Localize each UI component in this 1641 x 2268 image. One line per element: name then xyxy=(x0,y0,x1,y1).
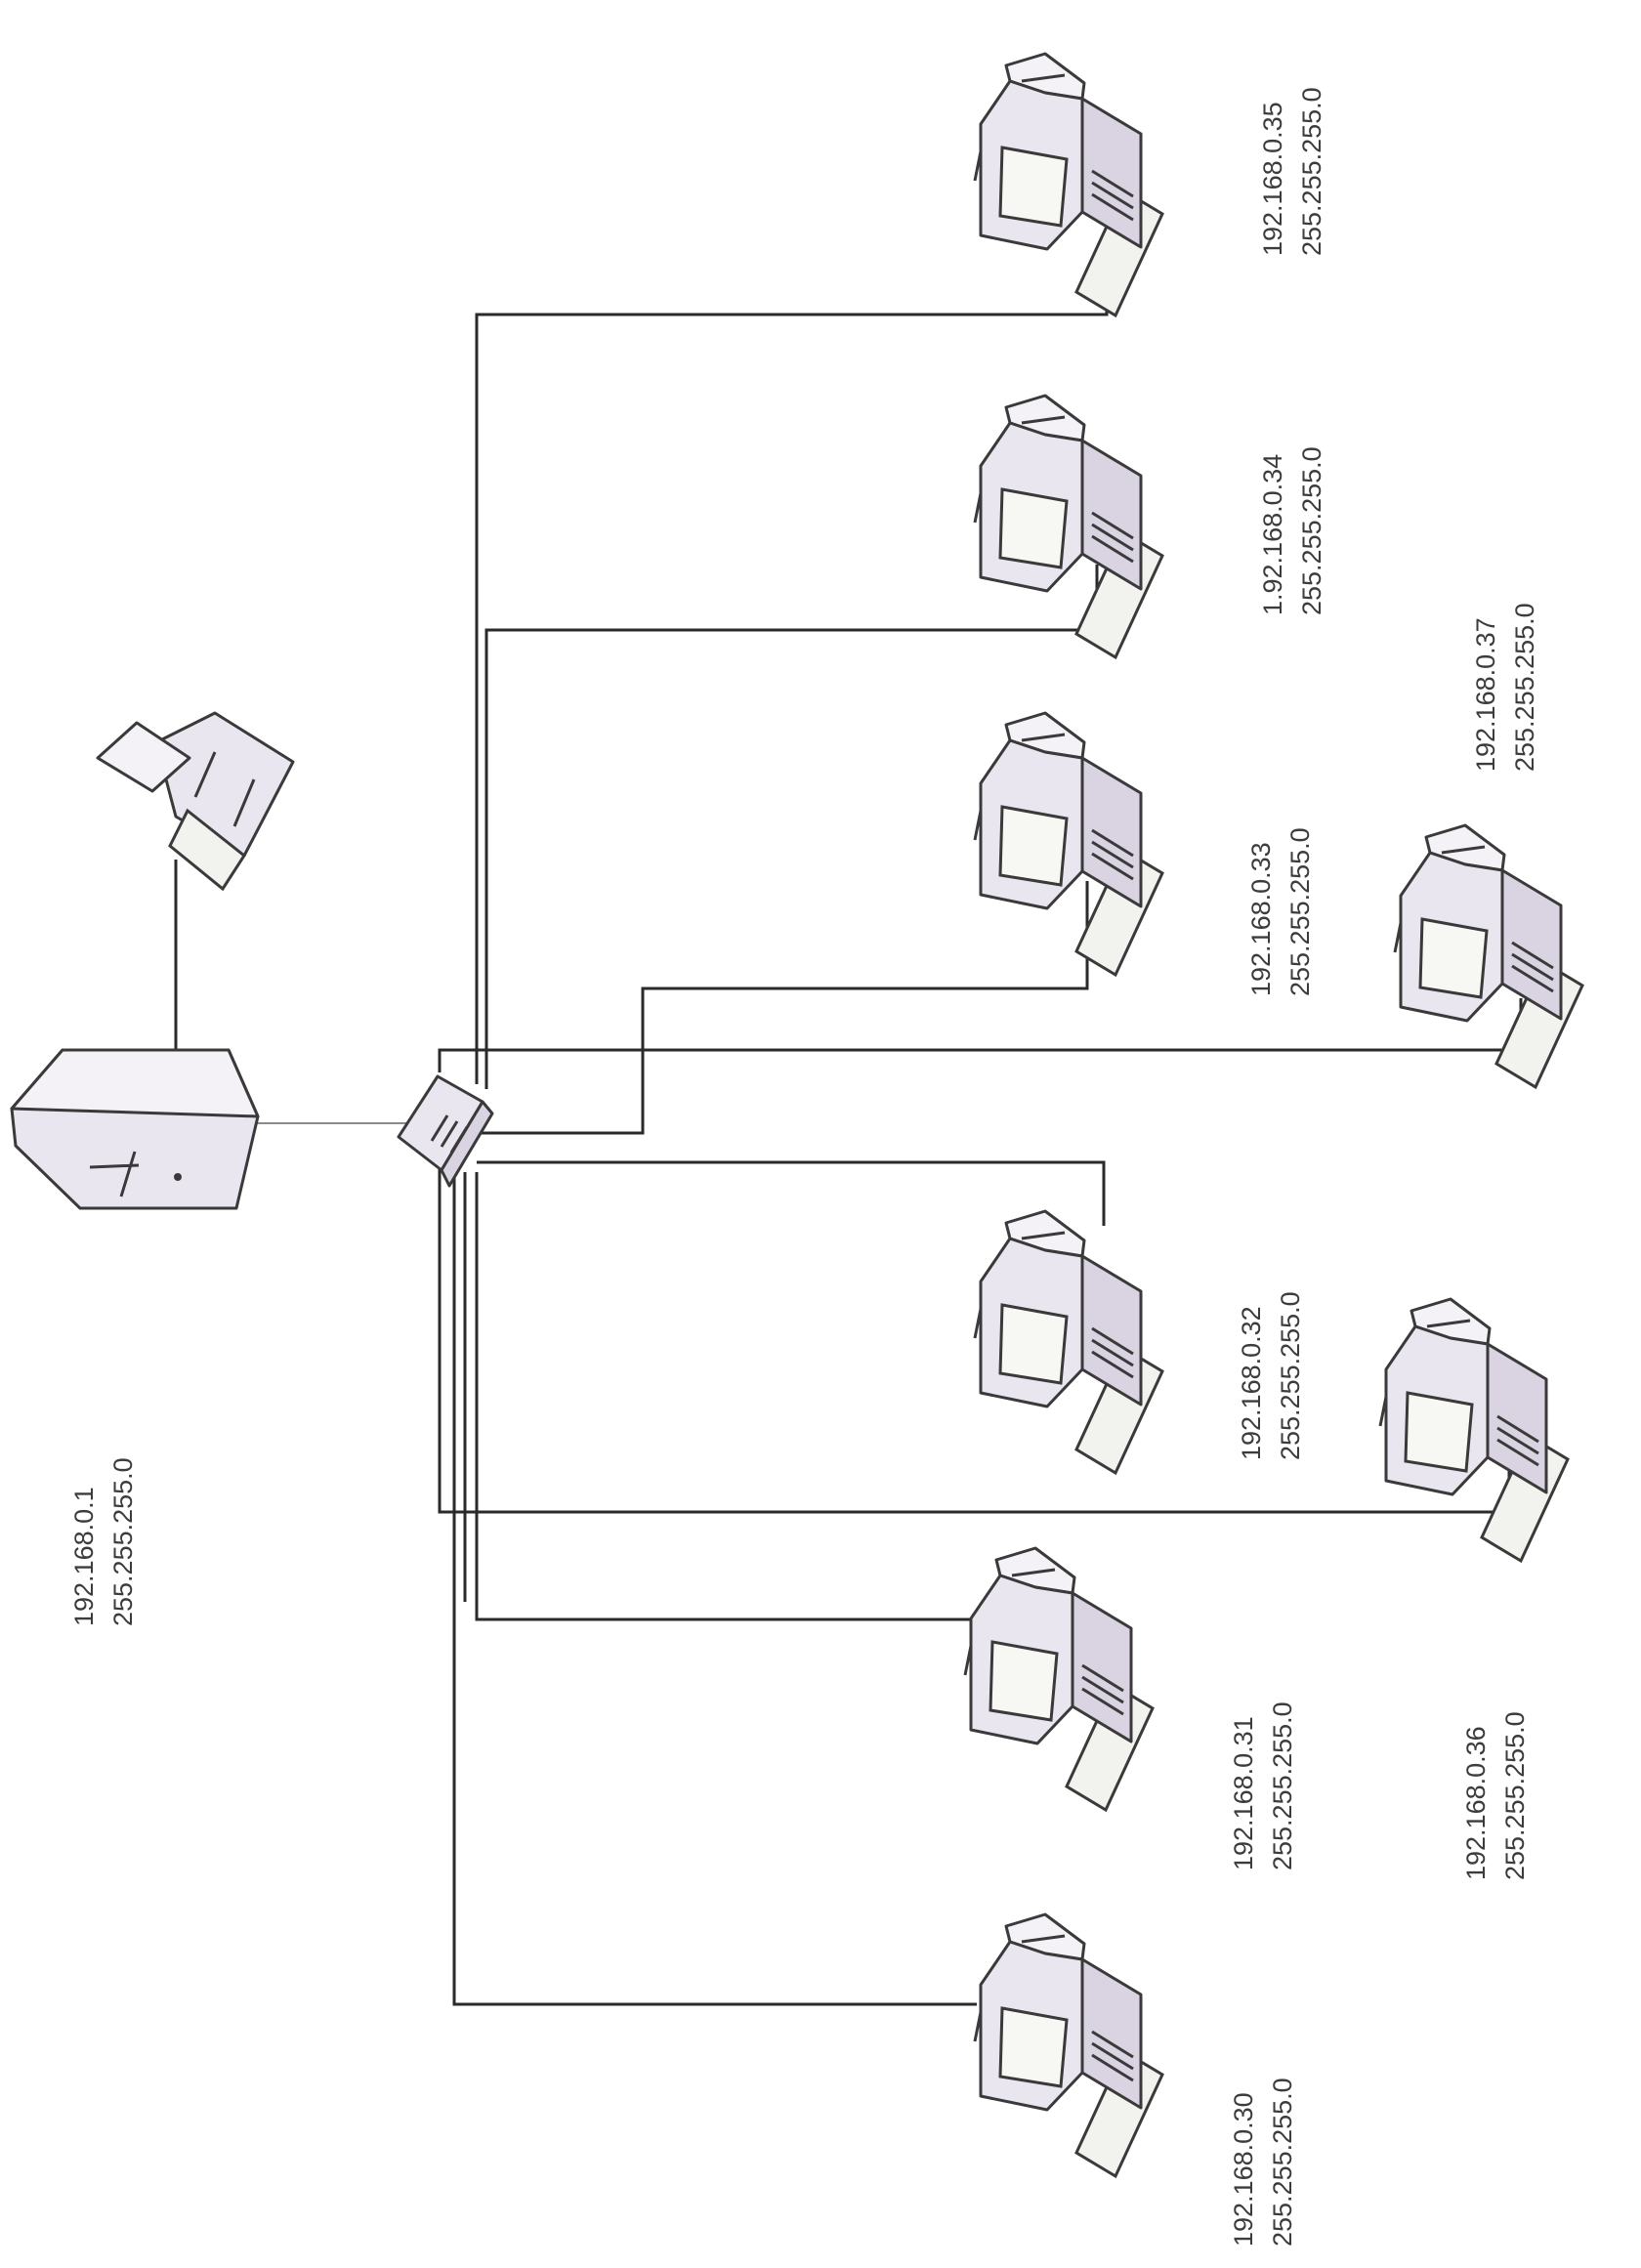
workstation-mask: 255.255.255.0 xyxy=(1500,1711,1530,1880)
workstation-ip: 192.168.0.30 xyxy=(1229,2092,1258,2247)
server-icon xyxy=(12,1050,258,1208)
workstation-icon-32 xyxy=(975,1211,1162,1473)
workstation-label-32: 192.168.0.32 255.255.255.0 xyxy=(1237,1291,1305,1460)
workstation-ip: 192.168.0.36 xyxy=(1461,1726,1491,1880)
workstation-icon-36 xyxy=(1380,1299,1568,1561)
cable-pc-30 xyxy=(454,1172,977,2004)
cable-pc-32 xyxy=(477,1162,1104,1226)
gateway-label: 192.168.0.1 255.255.255.0 xyxy=(69,1457,138,1626)
workstation-label-31: 192.168.0.31 255.255.255.0 xyxy=(1229,1701,1297,1870)
workstation-label-33: 192.168.0.33 255.255.255.0 xyxy=(1246,827,1315,996)
cable-pc-31 xyxy=(477,1172,1058,1619)
cable-pc-33 xyxy=(462,881,1087,1133)
workstation-icon-33 xyxy=(975,713,1162,975)
workstation-ip: 192.168.0.32 xyxy=(1237,1306,1266,1460)
workstation-icon-34 xyxy=(975,396,1162,657)
workstation-icon-35 xyxy=(975,54,1162,315)
workstation-label-34: 1.92.168.0.34 255.255.255.0 xyxy=(1258,446,1326,615)
workstation-mask: 255.255.255.0 xyxy=(1268,2078,1297,2247)
workstation-label-35: 192.168.0.35 255.255.255.0 xyxy=(1258,87,1326,256)
cable-pc-35 xyxy=(477,239,1107,1084)
workstation-ip: 192.168.0.35 xyxy=(1258,102,1287,256)
cable-pc-36 xyxy=(440,1167,1509,1512)
workstation-icon-31 xyxy=(965,1548,1153,1810)
gateway-ip: 192.168.0.1 xyxy=(69,1487,99,1626)
workstation-mask: 255.255.255.0 xyxy=(1276,1291,1305,1460)
workstation-mask: 255.255.255.0 xyxy=(1285,827,1315,996)
workstation-label-37: 192.168.0.37 255.255.255.0 xyxy=(1471,603,1539,772)
workstation-ip: 192.168.0.33 xyxy=(1246,842,1276,996)
workstation-ip: 192.168.0.37 xyxy=(1471,617,1500,772)
workstation-mask: 255.255.255.0 xyxy=(1297,87,1326,256)
switch-hub-icon xyxy=(399,1076,492,1186)
gateway-mask: 255.255.255.0 xyxy=(108,1457,138,1626)
printer-icon xyxy=(98,713,293,889)
workstation-icon-30 xyxy=(975,1914,1162,2176)
workstation-label-36: 192.168.0.36 255.255.255.0 xyxy=(1461,1711,1530,1880)
workstation-ip: 192.168.0.31 xyxy=(1229,1716,1258,1870)
workstation-label-30: 192.168.0.30 255.255.255.0 xyxy=(1229,2078,1297,2247)
workstation-icon-37 xyxy=(1395,825,1582,1087)
cable-pc-37 xyxy=(440,998,1521,1072)
workstation-mask: 255.255.255.0 xyxy=(1510,603,1539,772)
workstation-mask: 255.255.255.0 xyxy=(1297,446,1326,615)
workstation-ip: 1.92.168.0.34 xyxy=(1258,454,1287,615)
workstation-mask: 255.255.255.0 xyxy=(1268,1701,1297,1870)
